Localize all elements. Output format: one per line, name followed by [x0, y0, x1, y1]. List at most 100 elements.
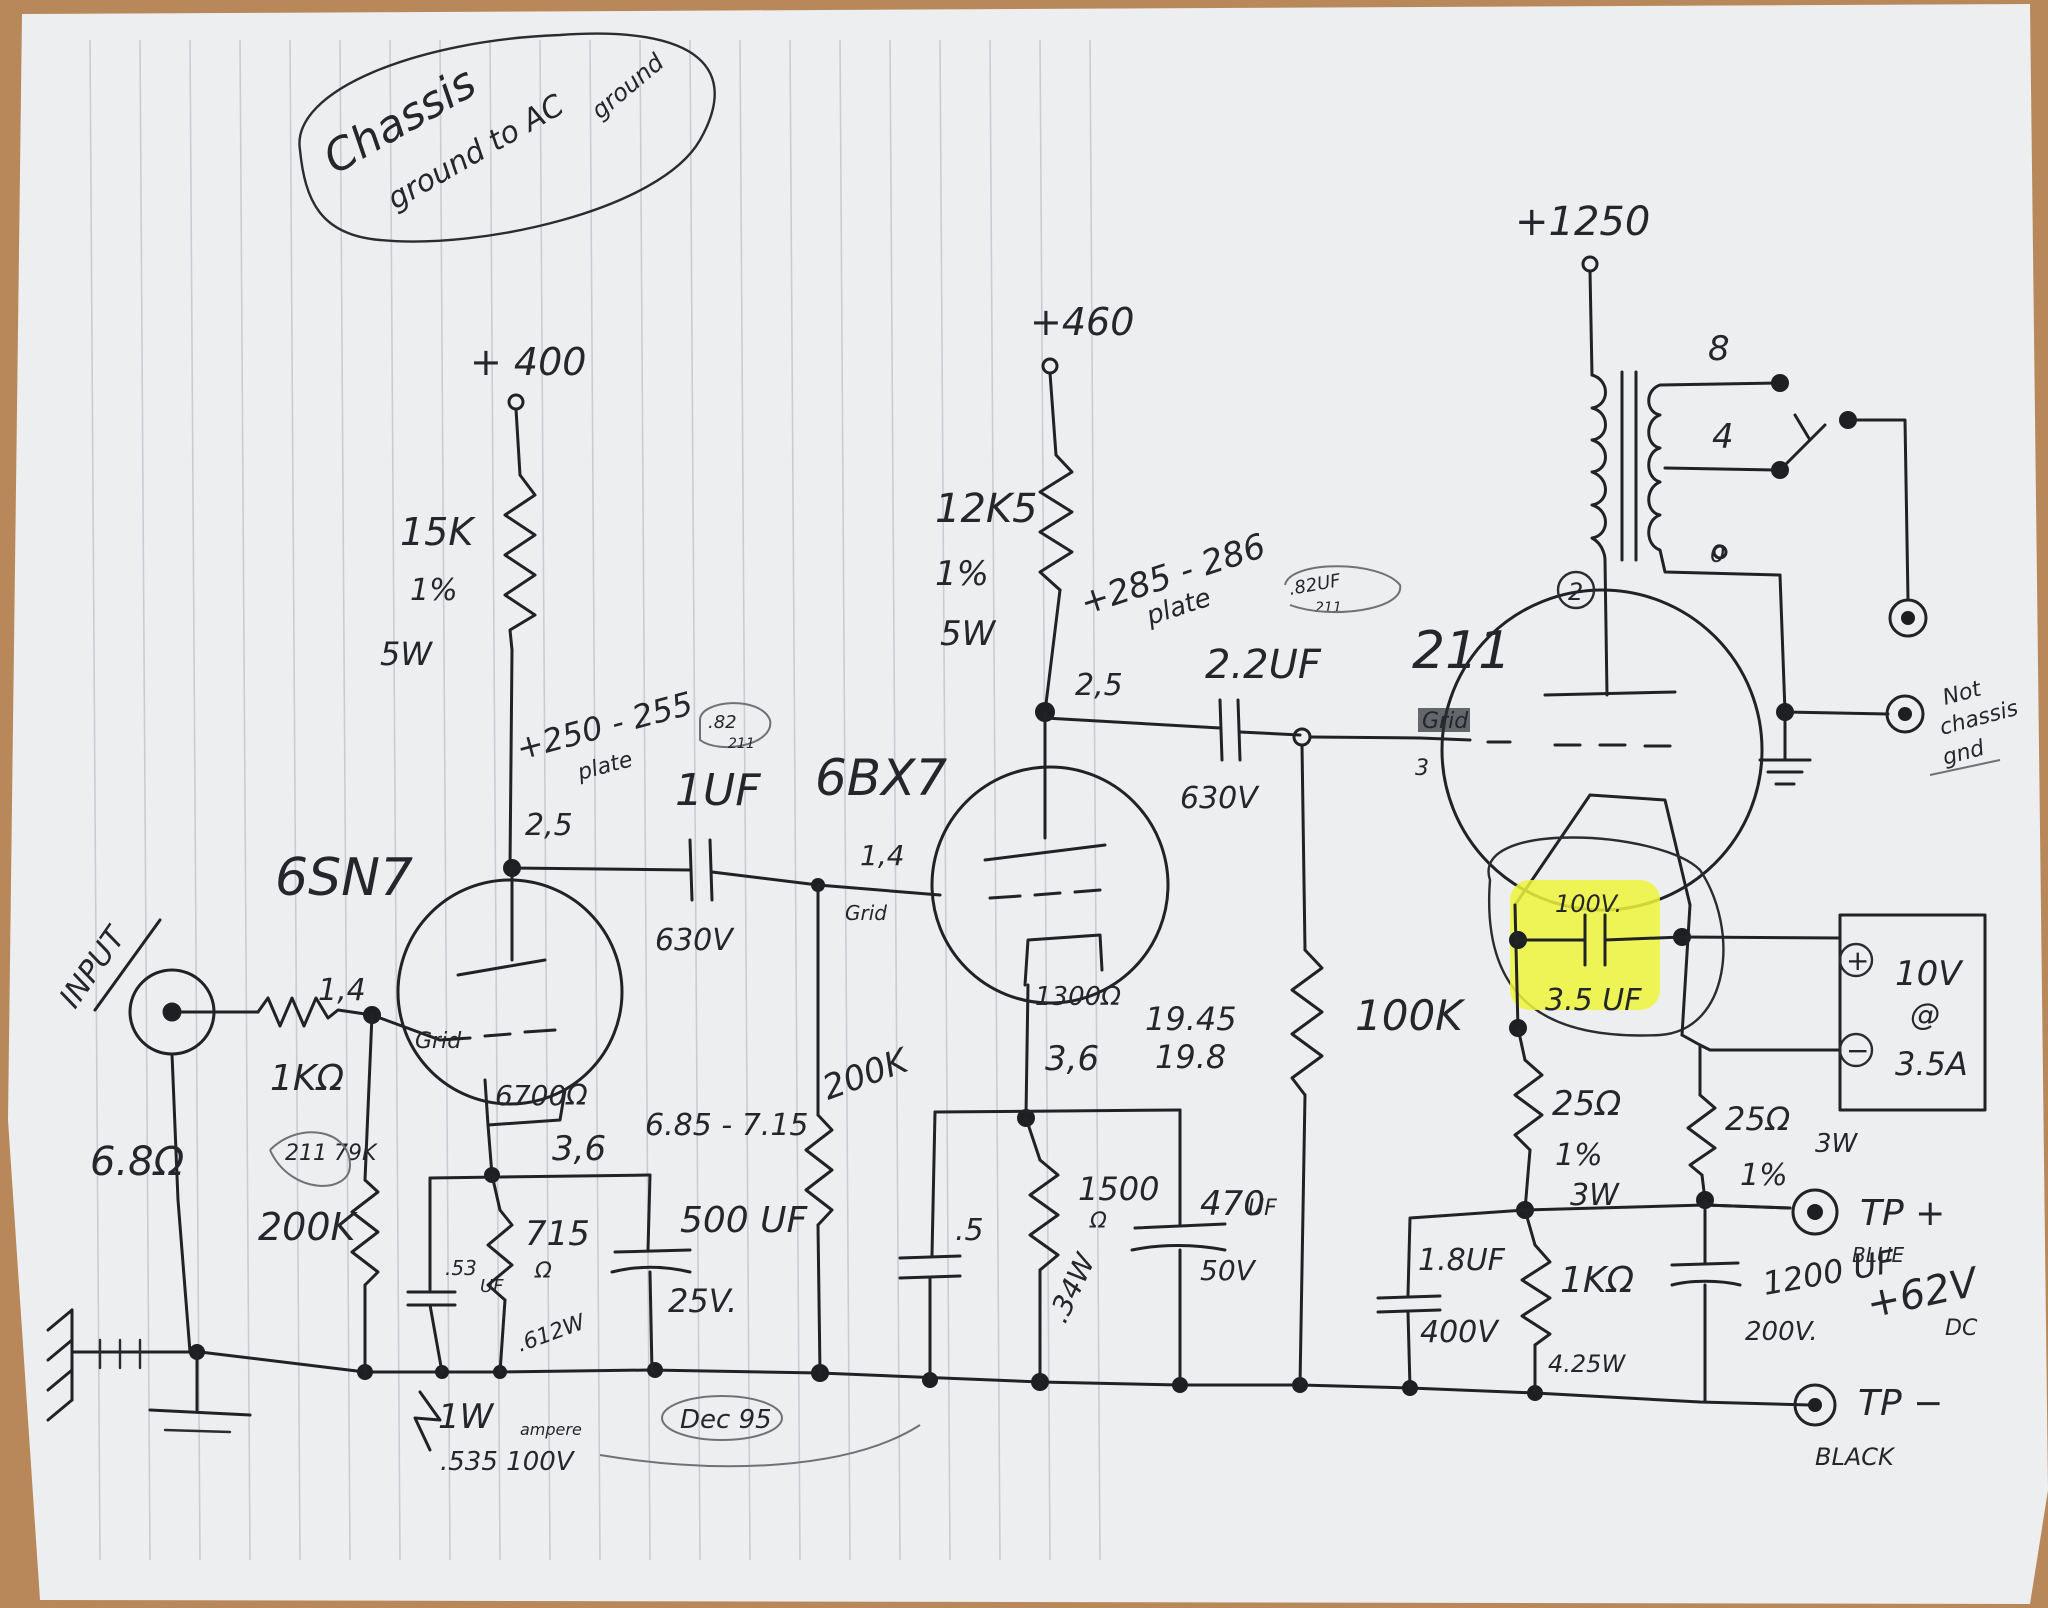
tube2-plate-resistor-tolerance: 1%: [935, 554, 989, 594]
tube3-cap-left-voltage: 400V: [1420, 1315, 1500, 1350]
tube1-bypass-cap-value: 500 UF: [680, 1200, 809, 1241]
tube1-supply: + 400: [470, 340, 586, 384]
tube3-bias-voltage-unit: DC: [1945, 1316, 1978, 1341]
tube3-right-resistor-tolerance: 1%: [1740, 1158, 1788, 1193]
filament-supply-voltage: 10V: [1895, 954, 1964, 994]
tube1-plate-resistor-value: 15K: [400, 510, 476, 554]
tube2-plate-wire: [1043, 716, 1222, 730]
tube1-grid-resistor-value: 200K: [258, 1205, 359, 1249]
tube2-cathode-voltage-a: 19.45: [1145, 1000, 1237, 1038]
filament-supply-current: 3.5A: [1895, 1045, 1968, 1083]
tube2-grid-label: Grid: [845, 901, 887, 925]
tube2-cathode-internal: 1300Ω: [1035, 982, 1121, 1012]
tube1-plate-resistor-power: 5W: [380, 635, 433, 673]
tube3-right-resistor-power: 3W: [1815, 1129, 1859, 1159]
tube3-cap-right-voltage: 200V.: [1745, 1317, 1818, 1347]
coupling-cap-2: 2.2UF 630V .82UF 211: [1180, 565, 1402, 816]
filament-supply-at: @: [1910, 998, 1940, 1033]
tube1-name: 6SN7: [275, 848, 413, 908]
tube2-cathode-pins: 3,6: [1045, 1039, 1099, 1079]
paper-sheet: [8, 4, 2048, 1604]
tube3-grid-resistor: 100K: [1290, 727, 1466, 1387]
tube1-bypass-small-unit: UF: [480, 1276, 504, 1297]
filament-supply: + − 10V @ 3.5A: [1680, 913, 1987, 1112]
coupling-cap-1-voltage: 630V: [655, 923, 735, 958]
chassis-ground-icon: [46, 1308, 252, 1434]
coupling-cap-2-voltage: 630V: [1180, 781, 1260, 816]
tube1-cathode-resistor-unit: Ω: [534, 1259, 552, 1284]
coupling-cap-1-note-b: 211: [728, 736, 755, 752]
tube2-name: 6BX7: [815, 749, 947, 807]
filament-minus-icon: −: [1846, 1034, 1869, 1067]
tap-0: 0: [1710, 540, 1725, 568]
tube2-plate-pins: 2,5: [1075, 668, 1123, 703]
tube1-bypass-cap-voltage: 25V.: [668, 1282, 737, 1320]
tube2-internals: [983, 726, 1107, 987]
tube2-supply: +460: [1030, 300, 1134, 344]
tube2-cathode-resistor-value: 1500: [1078, 1170, 1159, 1208]
tube1-cathode-pins: 3,6: [552, 1129, 606, 1169]
filament-cap-voltage: 100V.: [1555, 890, 1622, 918]
tube3-bias-resistor-value: 1KΩ: [1560, 1260, 1635, 1301]
test-point-minus: TP − BLACK: [1793, 1383, 1943, 1471]
tube2-cathode-resistor-unit: Ω: [1089, 1209, 1107, 1234]
coupling-cap-1-value: 1UF: [675, 765, 761, 816]
tube2-cathode-network: [898, 983, 1227, 1384]
tube2-bypass-cap-value: 470: [1200, 1184, 1265, 1224]
tube3-name: 211: [1412, 621, 1511, 681]
output-switch: [1778, 411, 1910, 602]
tube1-grid-resistor-note: 211 79K: [285, 1141, 378, 1166]
tp-minus-color: BLACK: [1815, 1443, 1896, 1471]
tube3-left-resistor-power: 3W: [1570, 1178, 1620, 1213]
coupling-cap-1: 1UF 630V .82 211: [655, 702, 820, 958]
tube1-bypass-small-value: .53: [445, 1256, 477, 1280]
speaker-post-plus: [1888, 598, 1928, 638]
tp-plus-label: TP +: [1860, 1193, 1945, 1234]
tube1-grid-pins: 1,4: [318, 973, 366, 1008]
tube1-cathode-voltage: 6.85 - 7.15: [645, 1108, 809, 1143]
tube2-grid-pins: 1,4: [860, 839, 905, 872]
tube3-internals: [1418, 558, 1692, 907]
tube1-grid-label: Grid: [415, 1029, 462, 1054]
zener-note: ampere: [520, 1420, 582, 1439]
test-point-plus: TP + BLUE: [1703, 1188, 1945, 1267]
tube-6snt-envelope: [396, 878, 624, 1106]
tube3-grid-resistor-value: 100K: [1355, 991, 1466, 1040]
tube1-plate-wire: [510, 866, 692, 872]
coupling-cap-1-note-a: .82: [708, 712, 737, 733]
tube2-bypass-cap-unit: UF: [1248, 1196, 1277, 1221]
tube1-cathode-resistor-value: 715: [525, 1214, 590, 1254]
zener-rating: .535 100V: [440, 1447, 576, 1477]
tube2-bypass-cap-voltage: 50V: [1200, 1254, 1257, 1287]
date-note-text: Dec 95: [680, 1405, 772, 1435]
tube3-cap-left-value: 1.8UF: [1418, 1243, 1506, 1278]
tube3-grid-label: Grid: [1422, 709, 1469, 734]
tube1-internals: [370, 958, 567, 1127]
tube2-cathode-voltage-b: 19.8: [1155, 1038, 1226, 1076]
tube3-right-resistor-value: 25Ω: [1725, 1100, 1791, 1138]
tap-8: 8: [1708, 329, 1730, 369]
tube3-left-resistor-tolerance: 1%: [1555, 1138, 1603, 1173]
tube1-plate-resistor-tolerance: 1%: [410, 573, 458, 608]
tube2-bypass-small-value: .5: [955, 1213, 984, 1248]
tube1-cathode-internal: 6700Ω: [495, 1079, 588, 1112]
tube3-grid-pin: 3: [1415, 756, 1429, 781]
zener-power: 1W: [438, 1397, 495, 1437]
tube1-grid-resistor: 200K 211 79K: [258, 1013, 380, 1374]
tube3-bias-resistor-power: 4.25W: [1548, 1350, 1626, 1378]
tube-6bx7-envelope: [930, 765, 1170, 1005]
paper-rules: [89, 39, 1101, 1561]
tube2-plate-resistor: +460 12K5 1% 5W: [935, 300, 1134, 714]
input-bias-note: 6.8Ω: [90, 1139, 185, 1185]
tube1-plate-resistor: + 400 15K 1% 5W: [380, 340, 586, 870]
tp-minus-label: TP −: [1858, 1383, 1943, 1424]
date-note: Dec 95: [661, 1395, 783, 1441]
tube1-plate-pins: 2,5: [525, 808, 573, 843]
tap-4: 4: [1712, 417, 1734, 457]
tube2-plate-resistor-value: 12K5: [935, 486, 1038, 532]
filament-cap: 100V. 3.5 UF: [1487, 836, 1725, 1037]
tube2-plate-resistor-power: 5W: [940, 614, 997, 654]
tube3-grid-wire: [1308, 735, 1422, 740]
